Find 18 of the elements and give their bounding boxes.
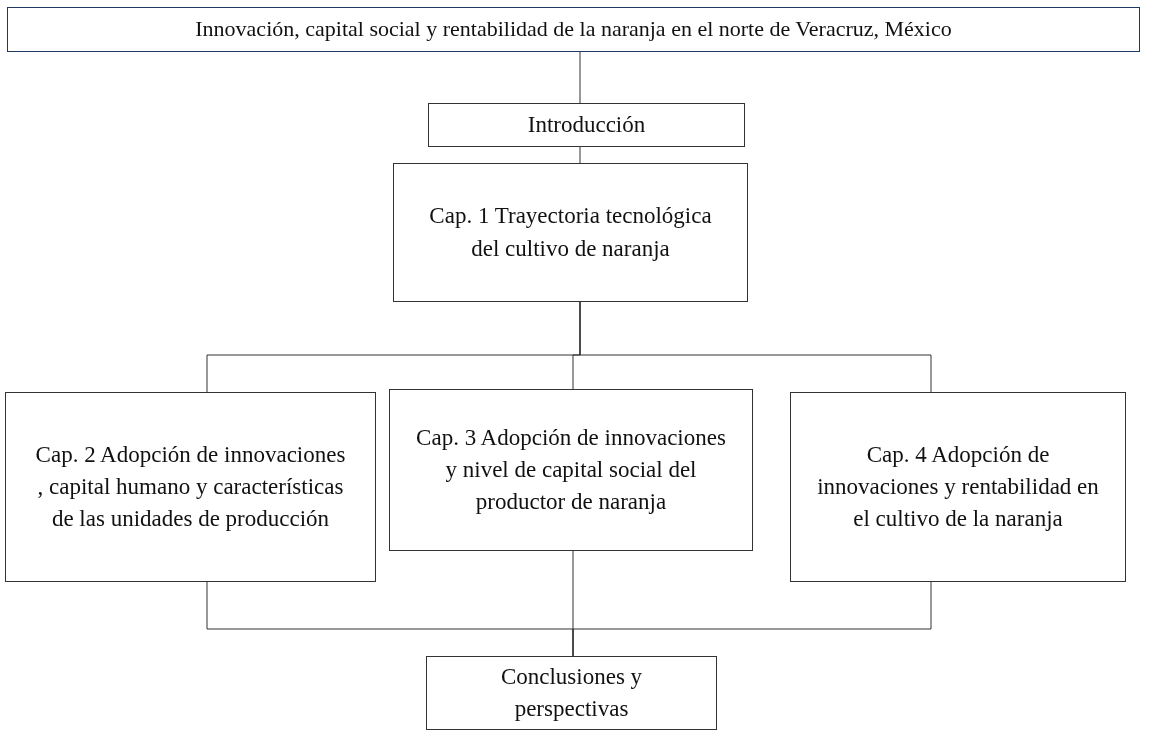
box-text: Conclusiones y perspectivas <box>499 662 644 723</box>
box-text: Cap. 3 Adopción de innovaciones y nivel de capital social del productor de naranja <box>416 423 726 517</box>
connector-line <box>579 51 581 104</box>
connector-line <box>579 301 932 393</box>
chapter-box <box>393 163 748 302</box>
title-box <box>7 7 1140 52</box>
chapter-box <box>389 389 753 551</box>
box-text: Cap. 2 Adopción de innovaciones , capital humano y características de las unidades de producción <box>34 440 347 534</box>
chapter-box <box>428 103 745 147</box>
connector-line <box>579 146 581 164</box>
box-text: Introducción <box>527 110 646 139</box>
connector-line <box>572 581 932 657</box>
box-text: Cap. 4 Adopción de innovaciones y rentabilidad en el cultivo de la naranja <box>817 440 1099 534</box>
chapter-box <box>426 656 717 730</box>
box-text: Innovación, capital social y rentabilidad de la naranja en el norte de Veracruz, México <box>195 15 952 44</box>
chapter-box <box>790 392 1126 582</box>
chapter-box <box>5 392 376 582</box>
box-text: Cap. 1 Trayectoria tecnológica del cultivo de naranja <box>428 202 713 263</box>
